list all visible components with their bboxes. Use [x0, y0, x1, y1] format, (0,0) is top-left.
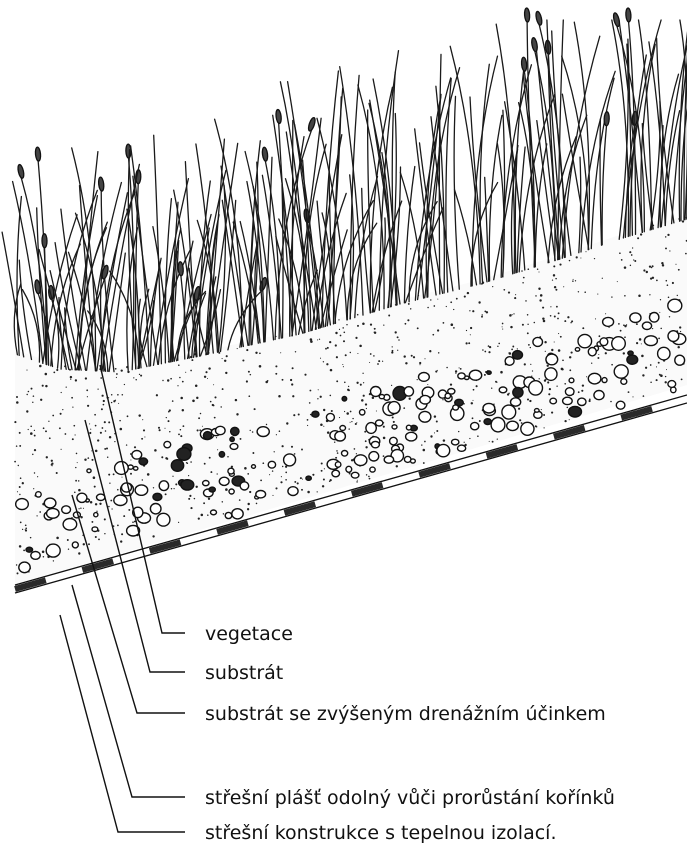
leader-membrane [72, 585, 185, 797]
leader-structure [60, 615, 185, 832]
roof-layers [2, 8, 687, 593]
label-substrat: substrát [205, 662, 283, 684]
label-drainage-substrate: substrát se zvýšeným drenážním účinkem [205, 703, 606, 725]
layer-labels: vegetace substrát substrát se zvýšeným d… [205, 623, 615, 844]
label-vegetace: vegetace [205, 623, 293, 645]
label-roof-structure: střešní konstrukce s tepelnou izolací. [205, 822, 556, 844]
label-root-resistant-membrane: střešní plášť odolný vůči prorůstání koř… [205, 787, 615, 809]
